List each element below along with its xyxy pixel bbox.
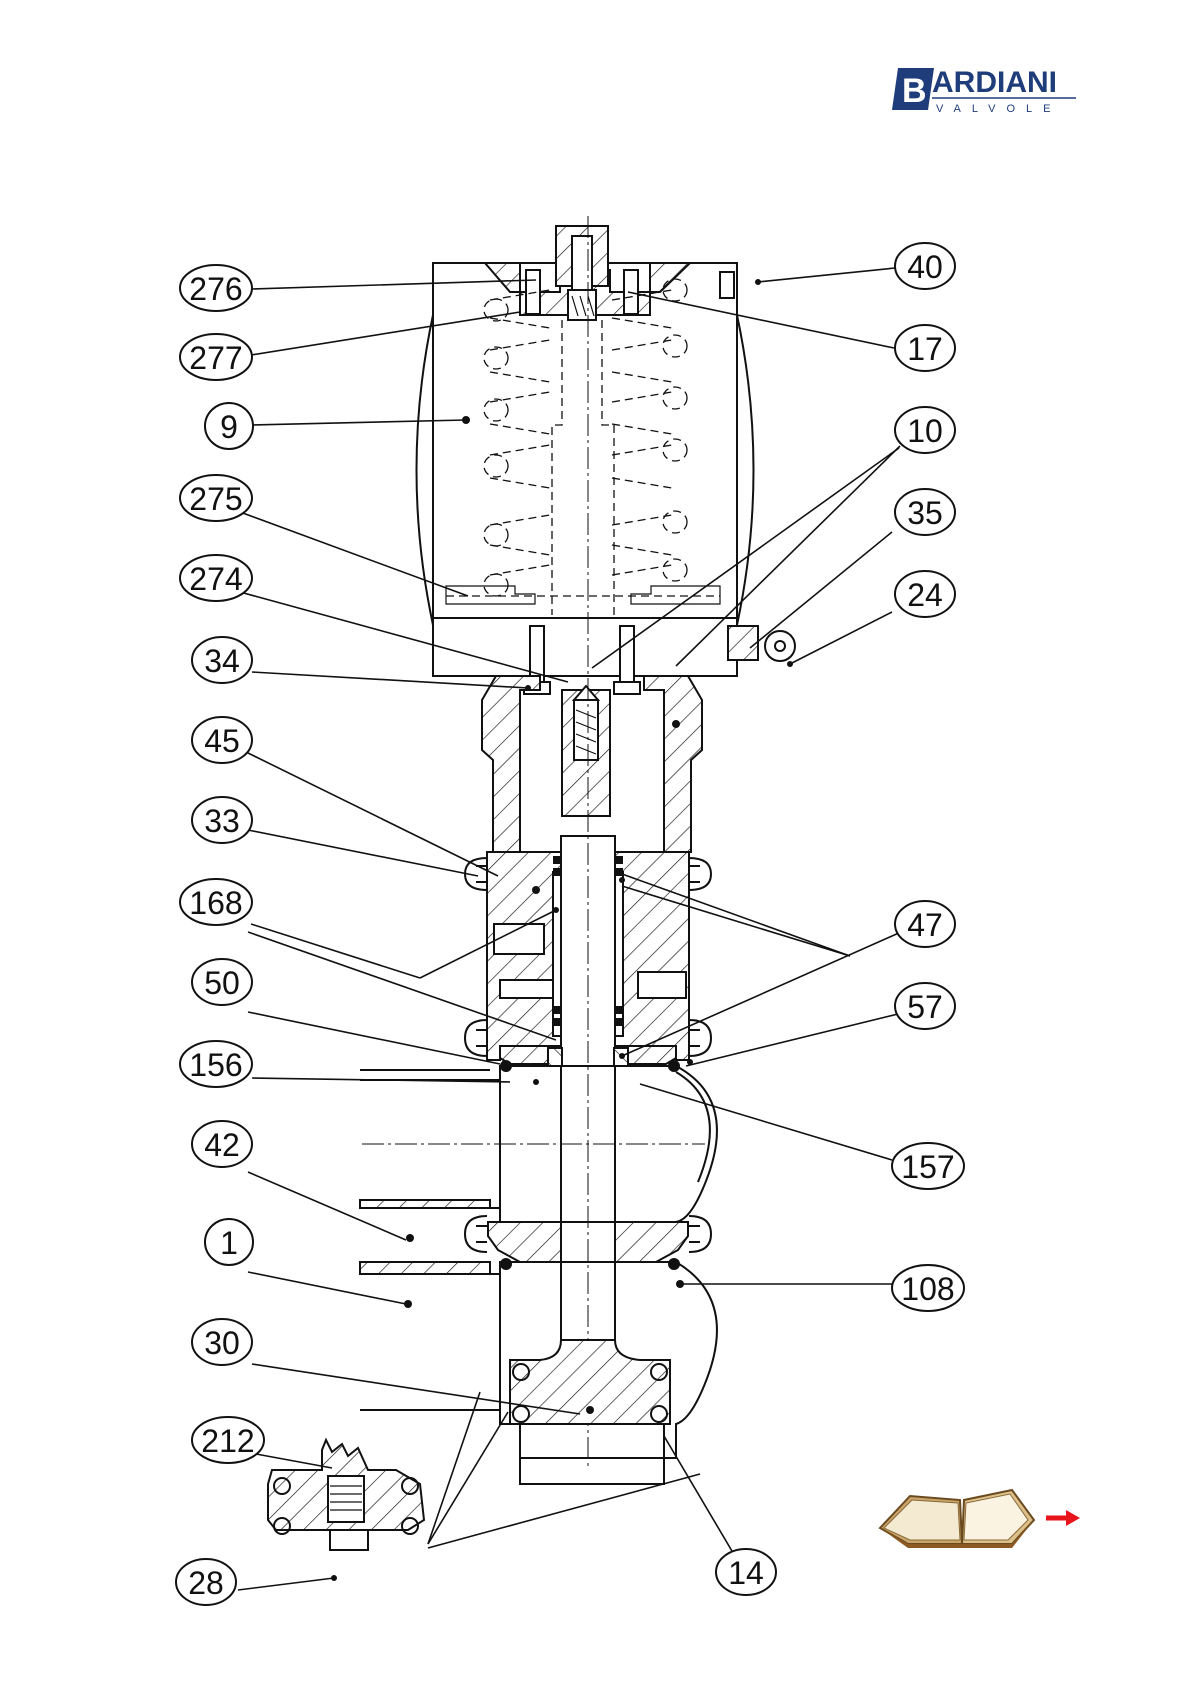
open-book-icon <box>880 1490 1034 1548</box>
svg-text:30: 30 <box>204 1325 240 1361</box>
callout-33: 33 <box>192 797 252 843</box>
callout-157: 157 <box>892 1143 964 1189</box>
bottom-nut-right <box>614 682 640 694</box>
svg-text:14: 14 <box>728 1555 764 1591</box>
callout-34: 34 <box>192 637 252 683</box>
callout-9: 9 <box>205 403 253 449</box>
callout-45: 45 <box>192 717 252 763</box>
callout-1: 1 <box>205 1219 253 1265</box>
spring-coils <box>484 279 687 596</box>
svg-text:9: 9 <box>220 409 238 445</box>
valve-stem <box>561 216 615 1470</box>
callout-277: 277 <box>180 334 252 380</box>
side-ring-inner <box>775 641 785 651</box>
upper-body-hatch-top <box>360 1200 490 1208</box>
port-left-inner <box>500 980 558 998</box>
svg-text:10: 10 <box>907 413 943 449</box>
svg-text:276: 276 <box>189 271 242 307</box>
svg-text:40: 40 <box>907 249 943 285</box>
callout-57: 57 <box>895 983 955 1029</box>
upper-body-shell-inner <box>360 1070 710 1182</box>
callout-28: 28 <box>176 1559 236 1605</box>
svg-text:28: 28 <box>188 1565 224 1601</box>
callout-108: 108 <box>892 1265 964 1311</box>
piston-rod-upper <box>552 320 614 615</box>
top-bolt-left <box>526 270 540 314</box>
clamp-3-right <box>689 1216 711 1252</box>
detail-bore <box>328 1476 364 1522</box>
svg-text:1: 1 <box>220 1225 238 1261</box>
actuator <box>417 226 796 694</box>
svg-text:212: 212 <box>201 1423 254 1459</box>
callout-168: 168 <box>180 879 252 925</box>
svg-text:34: 34 <box>204 643 240 679</box>
svg-text:275: 275 <box>189 481 242 517</box>
callout-30: 30 <box>192 1319 252 1365</box>
svg-text:274: 274 <box>189 561 242 597</box>
callout-274: 274 <box>180 555 252 601</box>
piston-plate <box>446 586 720 604</box>
svg-text:42: 42 <box>204 1127 240 1163</box>
lower-body-hatch <box>360 1262 490 1274</box>
callout-40: 40 <box>895 243 955 289</box>
guide-ring-left <box>548 1048 562 1066</box>
callout-276: 276 <box>180 265 252 311</box>
svg-text:47: 47 <box>907 907 943 943</box>
callout-14: 14 <box>716 1549 776 1595</box>
side-ring <box>765 631 795 661</box>
svg-text:157: 157 <box>901 1149 954 1185</box>
port-right <box>638 972 686 998</box>
callout-24: 24 <box>895 571 955 617</box>
svg-text:35: 35 <box>907 495 943 531</box>
top-fitting-bore <box>572 236 592 291</box>
svg-text:57: 57 <box>907 989 943 1025</box>
callout-42: 42 <box>192 1121 252 1167</box>
lantern <box>482 676 702 852</box>
svg-text:168: 168 <box>189 885 242 921</box>
next-page-button[interactable] <box>862 1470 1082 1560</box>
svg-text:108: 108 <box>901 1271 954 1307</box>
callout-212: 212 <box>192 1417 264 1463</box>
clamp-1-right <box>689 858 711 890</box>
lower-bottom-spigot <box>520 1424 664 1484</box>
oring-157 <box>668 1060 680 1072</box>
lower-body <box>360 1262 717 1484</box>
bottom-bolt-right <box>620 626 634 682</box>
callout-47: 47 <box>895 901 955 947</box>
seat-oring-left <box>500 1258 512 1270</box>
upper-seat-right <box>615 1222 688 1262</box>
callout-17: 17 <box>895 325 955 371</box>
clamp-2-left <box>465 1020 487 1056</box>
upper-seat-left <box>488 1222 561 1262</box>
callout-275: 275 <box>180 475 252 521</box>
seal-housing-right <box>615 852 689 1060</box>
svg-text:45: 45 <box>204 723 240 759</box>
side-nut <box>728 626 758 660</box>
detail-foot <box>330 1530 368 1550</box>
actuator-housing <box>433 263 737 676</box>
arrow-right-icon <box>1046 1510 1080 1526</box>
top-nut <box>568 290 596 320</box>
svg-text:24: 24 <box>907 577 943 613</box>
svg-text:156: 156 <box>189 1047 242 1083</box>
callout-10: 10 <box>895 407 955 453</box>
detail-view <box>268 1440 424 1550</box>
clamp-3-left <box>465 1216 487 1252</box>
lantern-left-wall <box>482 676 540 852</box>
svg-text:50: 50 <box>204 965 240 1001</box>
svg-text:277: 277 <box>189 340 242 376</box>
svg-text:17: 17 <box>907 331 943 367</box>
top-bolt-outer <box>720 272 734 298</box>
lantern-right-wall <box>644 676 702 852</box>
callout-35: 35 <box>895 489 955 535</box>
oring-156 <box>500 1060 512 1072</box>
actuator-bulge-right <box>737 315 754 625</box>
svg-text:33: 33 <box>204 803 240 839</box>
callout-156: 156 <box>180 1041 252 1087</box>
callout-50: 50 <box>192 959 252 1005</box>
